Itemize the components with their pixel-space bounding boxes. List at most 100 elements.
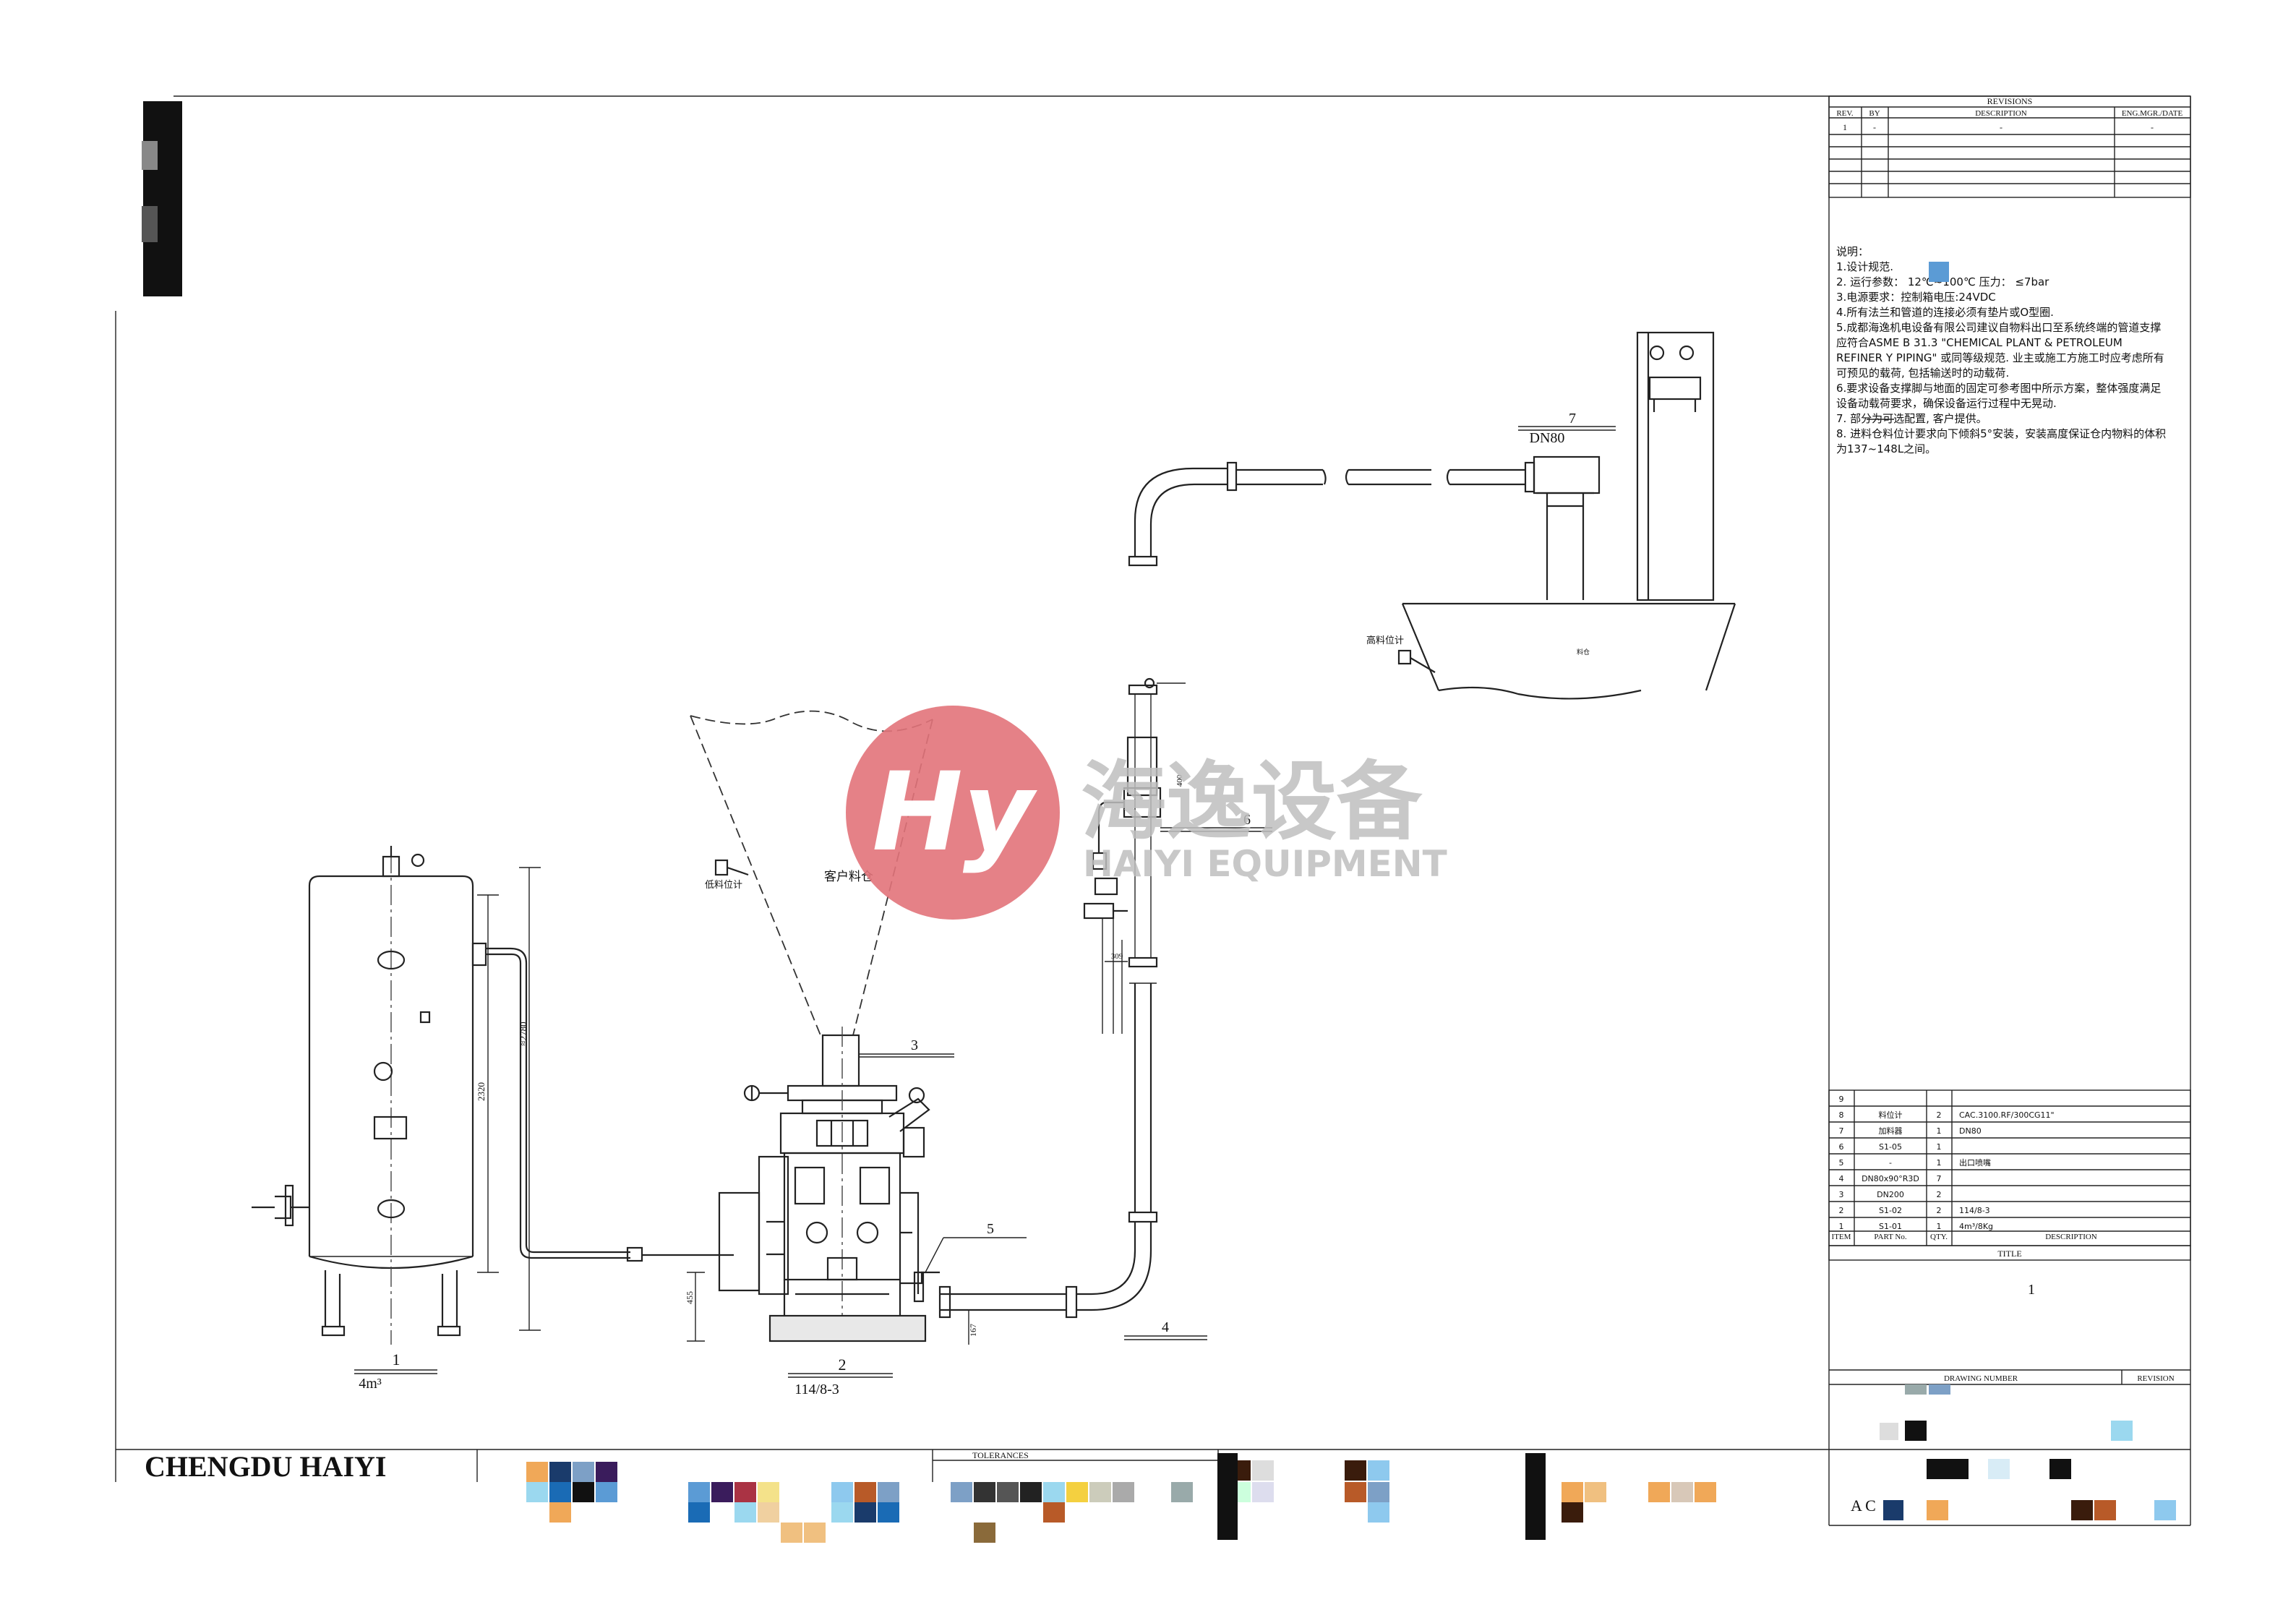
redaction-block	[1043, 1502, 1065, 1523]
transporter-vessel: 3 455	[685, 1027, 954, 1397]
parts-col-partno: PART No.	[1874, 1233, 1906, 1241]
parts-cell: 1	[1937, 1142, 1942, 1152]
revisions-heading: REVISIONS	[1987, 96, 2033, 106]
note-line: 7. 部分为可选配置, 客户提供。	[1836, 412, 1987, 425]
parts-cell: 料位计	[1879, 1110, 1903, 1120]
parts-cell: 2	[1937, 1206, 1942, 1215]
note-line: 1.设计规范.	[1836, 260, 1893, 273]
redaction-block	[549, 1482, 571, 1502]
parts-cell: 5	[1839, 1158, 1844, 1168]
parts-cell: 加料器	[1879, 1126, 1903, 1136]
callout-3: 3	[911, 1037, 918, 1053]
parts-col-item: ITEM	[1832, 1233, 1851, 1241]
redaction-block	[1648, 1482, 1670, 1502]
redaction-block	[831, 1482, 853, 1502]
note-line: 设备动载荷要求，确保设备运行过程中无晃动.	[1836, 397, 2057, 410]
redaction-block	[1113, 1482, 1134, 1502]
redaction-block	[711, 1482, 733, 1502]
redaction-block	[974, 1523, 995, 1543]
redaction-block	[1089, 1482, 1111, 1502]
rev-cell: -	[2000, 122, 2002, 132]
parts-col-description: DESCRIPTION	[2045, 1233, 2097, 1241]
parts-cell: 出口喷嘴	[1959, 1157, 1991, 1168]
callout-1-sub: 4m³	[359, 1376, 382, 1392]
redaction-block	[596, 1482, 617, 1502]
parts-cell: 2	[1937, 1190, 1942, 1199]
dim-167: 167	[968, 1324, 978, 1337]
callout-6: 6	[1243, 812, 1251, 828]
notes-block: 说明： 1.设计规范. 2. 运行参数： 12℃~100℃ 压力： ≤7bar …	[1836, 245, 2166, 455]
redaction-block	[1345, 1460, 1366, 1481]
parts-cell: 4m³/8Kg	[1959, 1222, 1993, 1231]
redaction-block	[1368, 1502, 1389, 1523]
redaction-block	[1252, 1460, 1274, 1481]
rev-cell: 1	[1843, 122, 1847, 132]
revision-label: REVISION	[2137, 1374, 2174, 1383]
redaction-bar	[1525, 1453, 1546, 1540]
tolerances-label: TOLERANCES	[972, 1450, 1029, 1460]
redaction-block	[1562, 1482, 1583, 1502]
redaction-block	[549, 1502, 571, 1523]
rev-col-description: DESCRIPTION	[1975, 109, 2027, 118]
callout-1: 1	[393, 1350, 400, 1369]
parts-cell: 1	[1937, 1126, 1942, 1136]
parts-cell: 1	[1937, 1158, 1942, 1168]
dim-455: 455	[685, 1291, 695, 1304]
redaction-block	[781, 1523, 802, 1543]
redaction-block	[831, 1502, 853, 1523]
redaction-block	[1562, 1502, 1583, 1523]
rev-col-by: BY	[1869, 109, 1880, 118]
dim-tank-total: ≈2780	[518, 1022, 528, 1045]
dim-400: 400	[1175, 774, 1184, 787]
rev-col-eng: ENG.MGR./DATE	[2122, 109, 2183, 118]
parts-cell: CAC.3100.RF/300CG11"	[1959, 1110, 2055, 1120]
drawing-frame	[115, 95, 2191, 1526]
redaction-block	[549, 1462, 571, 1482]
redaction-block	[1345, 1482, 1366, 1502]
conveying-pipe: 5 167 4	[900, 461, 1525, 1345]
note-line: 3.电源要求：控制箱电压:24VDC	[1836, 291, 1996, 304]
parts-cell: 7	[1937, 1174, 1942, 1183]
redaction-block	[1671, 1482, 1693, 1502]
company-name: CHENGDU HAIYI	[145, 1450, 386, 1483]
note-line: 应符合ASME B 31.3 "CHEMICAL PLANT & PETROLE…	[1836, 336, 2122, 349]
redaction-block	[854, 1502, 876, 1523]
title-block: TITLE 1 DRAWING NUMBER REVISION A C	[1828, 1245, 2191, 1520]
parts-cell: -	[1889, 1158, 1892, 1168]
watermark-cn: 海逸设备	[1081, 752, 1423, 852]
inline-valve	[626, 1246, 734, 1262]
drawing-number-label: DRAWING NUMBER	[1944, 1374, 2018, 1383]
parts-cell: 6	[1839, 1142, 1844, 1152]
parts-cell: DN200	[1877, 1190, 1904, 1199]
watermark: Hy 海逸设备 HAIYI EQUIPMENT	[846, 706, 1447, 920]
redaction-pixels	[526, 1453, 1716, 1543]
parts-cell: 4	[1839, 1174, 1844, 1183]
parts-cell: 2	[1839, 1206, 1844, 1215]
parts-cell: 114/8-3	[1959, 1206, 1990, 1215]
parts-cell: 2	[1937, 1110, 1942, 1120]
callout-5: 5	[987, 1221, 994, 1237]
redaction-block	[951, 1482, 972, 1502]
label-bin-small: 料仓	[1577, 648, 1590, 656]
redaction-block	[526, 1462, 548, 1482]
redaction-block	[1585, 1482, 1606, 1502]
redaction-block	[1171, 1482, 1193, 1502]
parts-cell: 3	[1839, 1190, 1844, 1199]
redaction-block	[1252, 1482, 1274, 1502]
parts-cell: 1	[1839, 1222, 1844, 1231]
parts-cell: DN80x90°R3D	[1862, 1174, 1919, 1183]
callout-2-sub: 114/8-3	[794, 1382, 839, 1397]
redaction-block	[1066, 1482, 1088, 1502]
rev-cell: -	[2151, 122, 2154, 132]
bottom-strip: CHENGDU HAIYI TOLERANCES	[145, 1449, 1716, 1543]
note-line: 4.所有法兰和管道的连接必须有垫片或O型圈.	[1836, 306, 2054, 319]
parts-cell: DN80	[1959, 1126, 1982, 1136]
redaction-block	[804, 1523, 826, 1543]
rev-cell: -	[1873, 122, 1876, 132]
parts-cell: 7	[1839, 1126, 1844, 1136]
parts-cell: 8	[1839, 1110, 1844, 1120]
notes-heading: 说明：	[1836, 245, 1869, 258]
